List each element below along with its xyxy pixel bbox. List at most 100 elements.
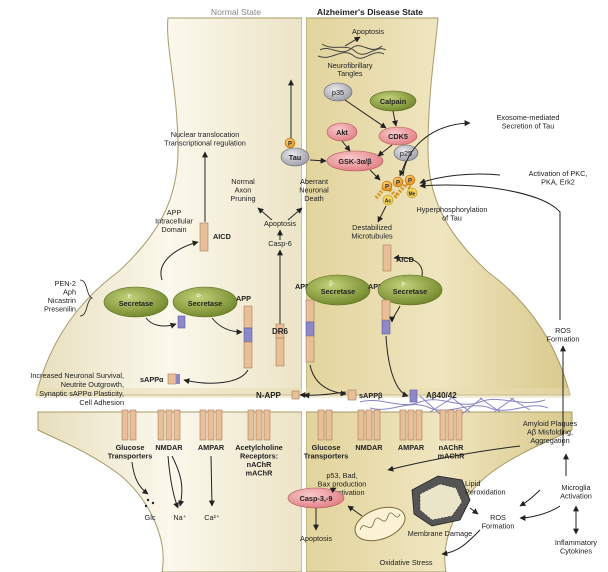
normal-presynaptic-body — [35, 17, 303, 396]
app-left-intracell — [243, 305, 253, 329]
app-left-extracell — [243, 341, 253, 369]
membrane-damage-label: Membrane Damage — [408, 529, 473, 538]
damaged-membrane-icon — [411, 475, 471, 527]
glc-label: Glc — [145, 513, 156, 522]
dr6-receptor — [275, 337, 285, 367]
svg-text:Me: Me — [409, 192, 416, 198]
ad-state-title: Alzheimer's Disease State — [317, 7, 423, 17]
gamma-secretase-left — [103, 286, 169, 318]
apoptosis-mid-label: Apoptosis — [264, 219, 296, 228]
normal-postsynaptic-body — [37, 411, 303, 572]
neurofibrillary-tangles-icon — [317, 43, 387, 59]
ampar-ad-label: AMPAR — [398, 443, 425, 452]
sapp-alpha-label: sAPPα — [140, 375, 164, 384]
svg-text:β-: β- — [329, 281, 334, 287]
app-left-tail — [243, 327, 253, 343]
p35-label: p35 — [332, 88, 344, 97]
abeta-label: Aβ40/42 — [426, 391, 457, 400]
svg-text:P: P — [396, 181, 400, 187]
svg-text:Secretase: Secretase — [119, 299, 154, 308]
nmdar-label: NMDAR — [155, 443, 183, 452]
receptors-normal — [121, 409, 271, 441]
svg-text:Secretase: Secretase — [393, 287, 428, 296]
app-ad-right-tail — [381, 319, 391, 335]
gsk3-node — [326, 150, 384, 172]
tau-label: Tau — [289, 153, 301, 162]
abeta-fragment — [409, 389, 418, 403]
cdk5-label: CDK5 — [388, 132, 408, 141]
app-ad-left-tail — [305, 321, 315, 337]
apoptosis-top-label: Apoptosis — [352, 27, 384, 36]
napp-label: N-APP — [256, 391, 282, 400]
tau-phospho-icon — [284, 137, 296, 149]
dr6-tail — [275, 323, 285, 339]
mitochondrion-icon — [354, 506, 406, 542]
pkc-activation-label: Activation of PKC,PKA, Erk2 — [529, 169, 588, 187]
dr6-label: DR6 — [272, 327, 289, 336]
svg-text:γ-: γ- — [128, 293, 133, 299]
app-ad-left-intracell — [305, 299, 315, 323]
svg-text:P: P — [288, 142, 292, 148]
aicd-right-label: AICD — [396, 255, 414, 264]
ca-label: Ca²⁺ — [204, 513, 220, 522]
oxidative-stress-label: Oxidative Stress — [379, 558, 432, 567]
app-ad-left-extracell — [305, 335, 315, 363]
ad-presynaptic-body — [305, 17, 571, 396]
app-left-label: APP — [236, 294, 251, 303]
p35-node — [323, 82, 353, 102]
ampar-label: AMPAR — [198, 443, 225, 452]
app-ad-left-label: APP — [295, 282, 310, 291]
casp6-label: Casp-6 — [268, 239, 292, 248]
app-ad-right-intracell — [381, 299, 391, 321]
apoptosis-bottom-label: Apoptosis — [300, 534, 332, 543]
normal-state-title: Normal State — [211, 7, 261, 17]
p25-label: p25 — [400, 149, 412, 158]
napp-fragment — [291, 390, 300, 400]
svg-text:α-: α- — [196, 293, 201, 299]
beta-secretase — [305, 274, 371, 306]
alpha-secretase — [172, 286, 238, 318]
na-label: Na⁺ — [173, 513, 186, 522]
tau-node — [280, 147, 310, 167]
app-ad-right-label: APP — [368, 282, 383, 291]
glucose-dots-icon — [144, 498, 155, 508]
aicd-left-label: AICD — [213, 232, 231, 241]
receptors-ad — [317, 409, 463, 441]
casp39-label: Casp-3,-9 — [300, 494, 333, 503]
nmdar-ad-label: NMDAR — [355, 443, 383, 452]
gamma-fragment-left — [177, 315, 186, 329]
sapp-alpha-fragment — [167, 373, 177, 385]
akt-label: Akt — [336, 128, 348, 137]
aicd-right-fragment — [382, 244, 392, 272]
svg-text:P: P — [385, 185, 389, 191]
cdk5-node — [378, 126, 418, 146]
sapp-beta-label: sAPPβ — [359, 391, 383, 400]
svg-text:Secretase: Secretase — [321, 287, 356, 296]
amyloid-fibrils-icon — [359, 395, 549, 415]
svg-text:Secretase: Secretase — [188, 299, 223, 308]
calpain-label: Calpain — [380, 97, 406, 106]
aicd-left-fragment — [199, 222, 209, 252]
gsk3-label: GSK-3α/β — [338, 157, 372, 166]
svg-text:P: P — [408, 179, 412, 185]
neuronal-survival-label: Increased Neuronal Survival,Neutrite Out… — [30, 371, 124, 407]
hyperphosphorylated-tau-icon: P P P Me Ac — [374, 174, 418, 206]
